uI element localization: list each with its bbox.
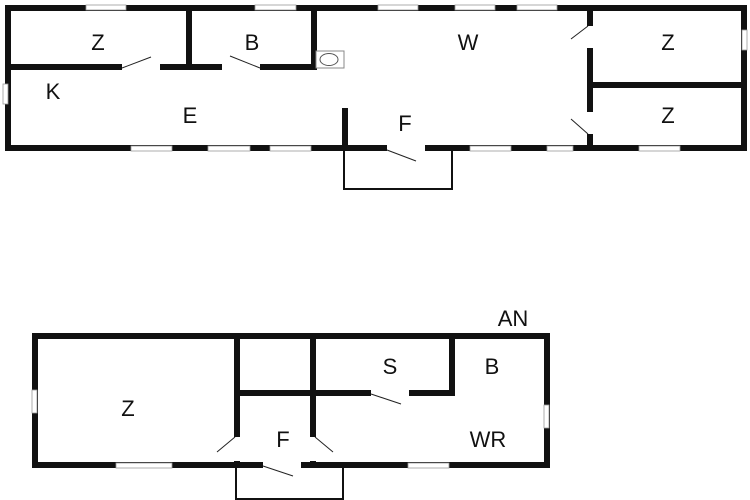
annex-plan: AN S B Z F WR <box>31 306 550 500</box>
door <box>314 436 334 453</box>
room-label: Z <box>661 103 674 128</box>
door-opening <box>371 389 409 397</box>
door-opening <box>387 144 425 152</box>
door <box>570 118 589 135</box>
window <box>269 145 312 152</box>
room-label: B <box>245 30 260 55</box>
room-label: WR <box>470 427 507 452</box>
door-opening <box>309 437 317 461</box>
door <box>370 393 402 405</box>
window <box>741 29 748 51</box>
room-label: F <box>398 111 411 136</box>
annex-title: AN <box>498 306 529 331</box>
window <box>254 4 297 11</box>
room-label: Z <box>121 396 134 421</box>
door-opening <box>122 63 160 71</box>
room-label: Z <box>661 30 674 55</box>
door-opening <box>233 437 241 461</box>
window <box>516 4 558 11</box>
window <box>2 83 9 105</box>
window <box>469 145 512 152</box>
door-opening <box>586 26 594 48</box>
door <box>262 465 294 477</box>
door <box>216 436 236 453</box>
door-opening <box>222 63 260 71</box>
window <box>130 145 173 152</box>
room-label: B <box>485 354 500 379</box>
window <box>115 462 173 469</box>
room-label: F <box>276 427 289 452</box>
door <box>121 56 152 69</box>
stove-burner-icon <box>319 53 339 66</box>
room-label: S <box>383 354 398 379</box>
window <box>407 462 450 469</box>
window <box>454 4 496 11</box>
window <box>546 145 574 152</box>
outer-wall <box>5 5 747 151</box>
porch <box>343 151 453 190</box>
room-label: E <box>183 103 198 128</box>
window <box>85 4 127 11</box>
door-opening <box>263 461 301 469</box>
room-label: K <box>46 79 61 104</box>
room-label: W <box>458 30 479 55</box>
window <box>543 404 550 429</box>
door <box>570 25 589 40</box>
ground-floor-plan: Z B W Z K E F Z <box>2 4 748 190</box>
window <box>377 4 419 11</box>
door-opening <box>586 112 594 134</box>
window <box>638 145 681 152</box>
porch <box>235 468 344 500</box>
window <box>207 145 251 152</box>
window <box>31 389 38 414</box>
room-label: Z <box>91 30 104 55</box>
door <box>386 149 417 162</box>
door <box>229 55 261 69</box>
